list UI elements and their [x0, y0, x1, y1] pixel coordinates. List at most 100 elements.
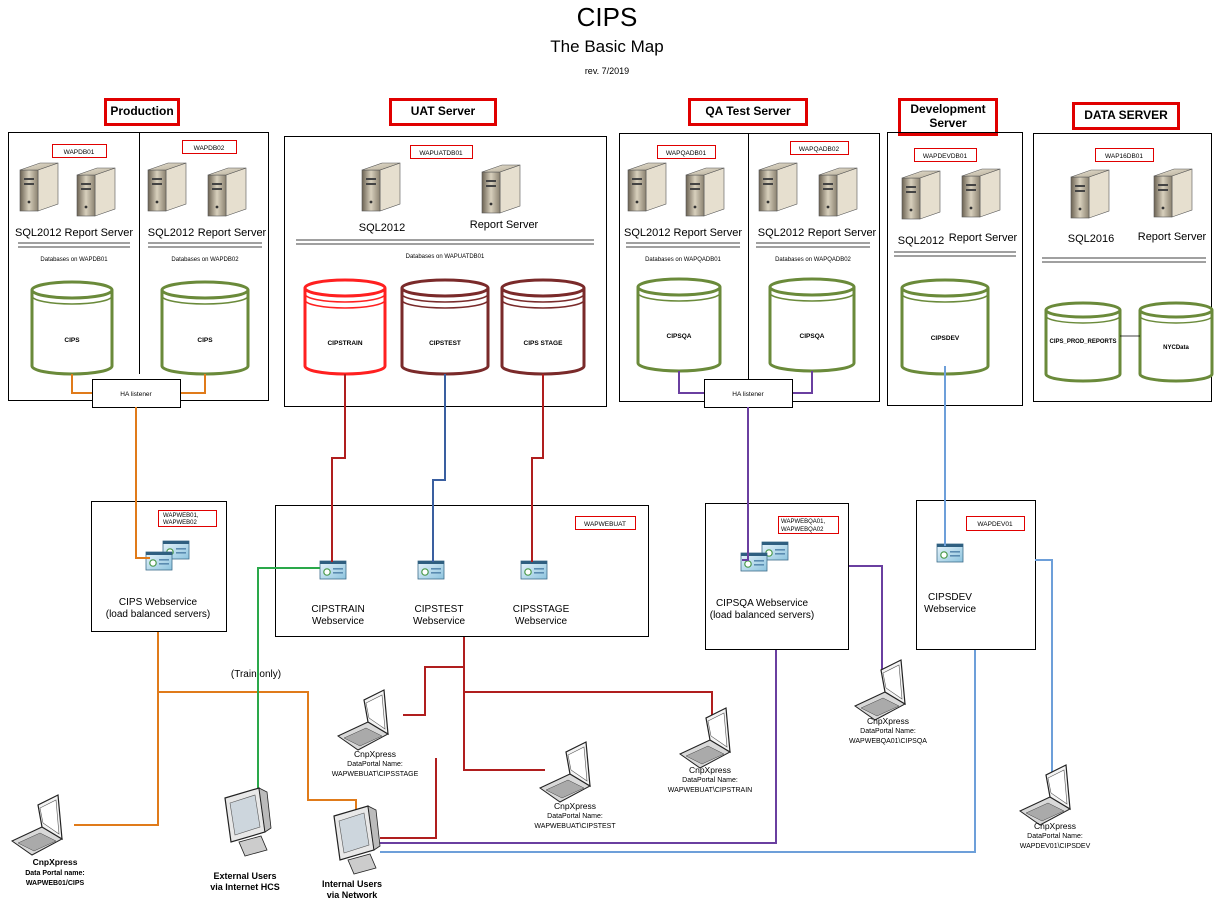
- svg-text:WAPWEB02: WAPWEB02: [163, 520, 197, 526]
- monitor-icon: [224, 787, 272, 857]
- connector-line: [180, 374, 206, 394]
- server-label: Report Server: [198, 227, 267, 239]
- webservice-label: Webservice: [312, 616, 364, 627]
- svg-text:WAPDEVDB01: WAPDEVDB01: [923, 153, 968, 160]
- dev-box: [887, 132, 1023, 406]
- section-qa: QA Test Server: [688, 98, 808, 126]
- server-icon: [961, 168, 1001, 218]
- svg-text:WAPWEBUAT\CIPSTEST: WAPWEBUAT\CIPSTEST: [534, 823, 616, 830]
- server-icon: [481, 164, 521, 214]
- svg-text:WAPWEBQA02: WAPWEBQA02: [781, 527, 824, 533]
- server-label: Report Server: [808, 227, 877, 239]
- svg-text:HA listener: HA listener: [732, 391, 764, 398]
- separator-lines: [18, 239, 1206, 263]
- server-label: SQL2012: [758, 227, 804, 239]
- host-tag-wapdb02: WAPDB02: [182, 140, 237, 154]
- svg-text:Internal Users: Internal Users: [322, 879, 382, 889]
- db-label: CIPS: [64, 337, 80, 344]
- host-tag-wapqadb01: WAPQADB01: [657, 145, 716, 159]
- webservice-label: CIPSQA Webservice: [716, 598, 809, 609]
- host-tag-wapwebqa: WAPWEBQA01,WAPWEBQA02: [778, 516, 839, 534]
- page-subtitle: The Basic Map: [550, 37, 664, 56]
- webservice-icon: [319, 560, 347, 580]
- client-test: CnpXpress DataPortal Name: WAPWEBUAT\CIP…: [534, 801, 616, 830]
- svg-text:WAPUATDB01: WAPUATDB01: [419, 150, 463, 157]
- webservice-label: Webservice: [924, 604, 976, 615]
- ha-listener-prod: HA listener: [92, 379, 181, 408]
- svg-text:WAPWEBUAT\CIPSTRAIN: WAPWEBUAT\CIPSTRAIN: [668, 787, 752, 794]
- db-cylinder: [160, 280, 250, 376]
- db-label: CIPS_PROD_REPORTS: [1049, 339, 1116, 345]
- data-box: [1033, 133, 1212, 402]
- internal-users-label: Internal Users via Network: [322, 879, 382, 900]
- svg-text:CnpXpress: CnpXpress: [554, 801, 596, 811]
- connector-line: [71, 374, 92, 394]
- host-tag-wap16db01: WAP16DB01: [1095, 148, 1154, 162]
- dev-web-box: [916, 500, 1036, 650]
- host-tag-wapqadb02: WAPQADB02: [790, 141, 849, 155]
- db-label: CIPSDEV: [931, 335, 960, 342]
- connection-line-stage-db: [531, 374, 544, 562]
- db-label: CIPSTEST: [429, 340, 461, 347]
- webservice-icon: [145, 551, 173, 571]
- svg-text:CnpXpress: CnpXpress: [689, 765, 731, 775]
- laptop-icon: [679, 707, 731, 769]
- db-cylinder: [900, 278, 990, 376]
- db-label: CIPSQA: [800, 333, 825, 340]
- svg-text:DataPortal Name:: DataPortal Name:: [1027, 833, 1083, 840]
- webservice-label: CIPSTRAIN: [311, 604, 364, 615]
- server-label: Report Server: [470, 219, 539, 231]
- train-only-label: (Train only): [231, 669, 281, 680]
- connection-line-train-db: [331, 374, 346, 562]
- webservice-label: CIPSSTAGE: [513, 604, 570, 615]
- webservice-label: Webservice: [515, 616, 567, 627]
- server-label: SQL2012 Report Server: [15, 227, 133, 239]
- db-label: CIPS: [197, 337, 213, 344]
- svg-text:CnpXpress: CnpXpress: [354, 749, 396, 759]
- server-icon: [685, 167, 725, 217]
- server-label: SQL2012: [898, 235, 944, 247]
- db-label: CIPSTRAIN: [327, 340, 362, 347]
- db-cylinder: [1044, 301, 1122, 383]
- svg-text:WAPQADB02: WAPQADB02: [799, 146, 840, 153]
- section-uat: UAT Server: [389, 98, 497, 126]
- section-development: Development Server: [898, 98, 998, 136]
- server-icon: [19, 162, 59, 212]
- webservice-icon: [936, 543, 964, 563]
- server-icon: [758, 162, 798, 212]
- db-cylinder: [768, 277, 856, 373]
- client-prod: CnpXpress Data Portal name: WAPWEB01/CIP…: [25, 857, 85, 887]
- qa-web-box: [705, 503, 849, 650]
- server-label: SQL2012 Report Server: [624, 227, 742, 239]
- db-cylinder: [30, 280, 114, 376]
- db-cylinder: [1138, 301, 1214, 383]
- server-label: Report Server: [949, 232, 1018, 244]
- host-tag-wapdb01: WAPDB01: [52, 144, 107, 158]
- client-qa: CnpXpress DataPortal Name: WAPWEBQA01\CI…: [849, 716, 927, 745]
- webservice-icon: [520, 560, 548, 580]
- svg-text:WAP16DB01: WAP16DB01: [1105, 153, 1143, 160]
- db-label: CIPSQA: [667, 333, 692, 340]
- webservice-label: CIPS Webservice: [119, 597, 198, 608]
- svg-text:DataPortal Name:: DataPortal Name:: [860, 728, 916, 735]
- page-title: CIPS: [576, 2, 638, 32]
- server-icon: [361, 162, 401, 212]
- external-users-label: External Users via Internet HCS: [210, 871, 280, 892]
- server-icon: [76, 167, 116, 217]
- webservice-label: (load balanced servers): [106, 609, 211, 620]
- server-icon: [901, 170, 941, 220]
- svg-text:HA listener: HA listener: [120, 391, 152, 398]
- webservice-icon: [417, 560, 445, 580]
- server-icon: [627, 162, 667, 212]
- svg-text:DataPortal Name:: DataPortal Name:: [682, 777, 738, 784]
- server-icon: [818, 167, 858, 217]
- db-caption: Databases on WAPQADB02: [775, 257, 851, 263]
- server-label: SQL2012: [148, 227, 194, 239]
- revision-label: rev. 7/2019: [584, 66, 630, 76]
- svg-text:WAPWEB01/CIPS: WAPWEB01/CIPS: [26, 880, 85, 887]
- svg-text:WAPWEBUAT\CIPSSTAGE: WAPWEBUAT\CIPSSTAGE: [332, 771, 419, 778]
- svg-text:CnpXpress: CnpXpress: [867, 716, 909, 726]
- db-label: NYCData: [1163, 345, 1189, 351]
- svg-text:WAPWEBUAT: WAPWEBUAT: [584, 521, 626, 528]
